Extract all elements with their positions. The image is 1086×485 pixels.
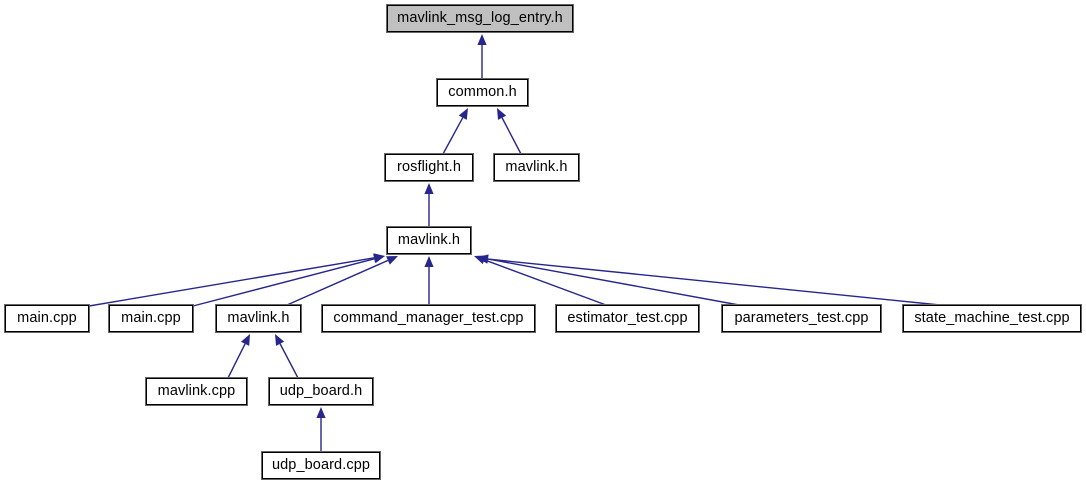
- graph-node[interactable]: mavlink.h: [386, 226, 472, 255]
- graph-node-label: command_manager_test.cpp: [333, 309, 524, 326]
- graph-node-label: mavlink.h: [227, 309, 290, 326]
- graph-node-label: udp_board.cpp: [271, 456, 371, 473]
- graph-node-label: main.cpp: [121, 309, 181, 326]
- graph-edge: [424, 183, 434, 227]
- graph-node[interactable]: estimator_test.cpp: [555, 304, 700, 333]
- graph-node-label: estimator_test.cpp: [567, 309, 688, 326]
- graph-node[interactable]: command_manager_test.cpp: [321, 304, 536, 333]
- graph-edge: [424, 256, 434, 305]
- graph-node[interactable]: mavlink.cpp: [145, 377, 248, 406]
- graph-edge: [192, 254, 385, 307]
- graph-node-label: common.h: [448, 83, 517, 100]
- graph-node-label: mavlink.h: [397, 231, 461, 248]
- graph-node-label: mavlink.h: [505, 158, 568, 175]
- graph-node-label: mavlink_msg_log_entry.h: [397, 9, 563, 26]
- graph-edge: [474, 255, 607, 306]
- graph-node[interactable]: common.h: [436, 78, 529, 107]
- graph-node[interactable]: mavlink.h: [215, 304, 302, 333]
- graph-node-label: mavlink.cpp: [157, 382, 236, 399]
- graph-node-label: state_machine_test.cpp: [914, 309, 1070, 326]
- graph-node[interactable]: rosflight.h: [384, 153, 474, 182]
- graph-edge: [497, 108, 522, 155]
- graph-edge: [286, 256, 398, 306]
- graph-node-label: parameters_test.cpp: [734, 309, 869, 326]
- graph-node[interactable]: udp_board.h: [268, 377, 374, 406]
- graph-edge: [442, 108, 468, 155]
- graph-node[interactable]: mavlink.h: [493, 153, 580, 182]
- graph-node[interactable]: main.cpp: [108, 304, 194, 333]
- graph-node-label: main.cpp: [17, 309, 77, 326]
- graph-node-label: rosflight.h: [397, 158, 461, 175]
- graph-node-root[interactable]: mavlink_msg_log_entry.h: [386, 4, 574, 33]
- graph-edge: [477, 254, 941, 306]
- graph-node-label: udp_board.h: [279, 382, 363, 399]
- graph-edge: [275, 334, 299, 379]
- graph-edge: [88, 253, 385, 307]
- graph-edge: [316, 407, 326, 452]
- graph-node[interactable]: main.cpp: [4, 304, 90, 333]
- graph-node[interactable]: udp_board.cpp: [261, 451, 381, 480]
- graph-node[interactable]: state_machine_test.cpp: [902, 304, 1082, 333]
- graph-node[interactable]: parameters_test.cpp: [721, 304, 882, 333]
- graph-edge: [227, 334, 250, 379]
- graph-edge: [477, 34, 487, 79]
